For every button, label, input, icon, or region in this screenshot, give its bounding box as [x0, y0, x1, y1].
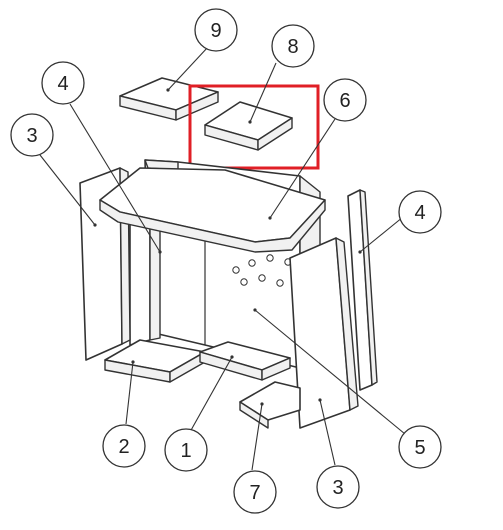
- callout-8: 8: [271, 24, 315, 68]
- callout-2-label: 2: [118, 436, 129, 458]
- callout-4-left-label: 4: [57, 73, 68, 95]
- part-9-brick: [119, 77, 219, 121]
- highlight-box: [188, 84, 320, 170]
- part-3-right-panel: [289, 237, 359, 429]
- callout-3-left: 3: [10, 113, 54, 157]
- part-2-floor-brick: [104, 339, 206, 383]
- callout-4-right-label: 4: [414, 202, 425, 224]
- callout-7-label: 7: [249, 482, 260, 504]
- callout-7: 7: [233, 470, 277, 514]
- callout-5: 5: [398, 425, 442, 469]
- callout-3-right: 3: [316, 465, 360, 509]
- callout-6: 6: [323, 78, 367, 122]
- callout-9-label: 9: [210, 20, 221, 42]
- part-1-floor-brick: [199, 341, 291, 381]
- callout-4-right: 4: [398, 190, 442, 234]
- part-7-floor-brick: [239, 381, 301, 429]
- callout-3-right-label: 3: [332, 477, 343, 499]
- part-8-brick: [204, 101, 293, 151]
- callout-3-left-label: 3: [26, 125, 37, 147]
- callout-5-label: 5: [414, 437, 425, 459]
- callout-2: 2: [102, 424, 146, 468]
- callout-4-left: 4: [41, 61, 85, 105]
- callout-1-label: 1: [180, 440, 191, 462]
- part-4-right-panel: [347, 189, 378, 391]
- callout-1: 1: [164, 428, 208, 472]
- callout-9: 9: [194, 8, 238, 52]
- callout-6-label: 6: [339, 90, 350, 112]
- callout-8-label: 8: [287, 36, 298, 58]
- part-6-top-slab: [99, 167, 326, 253]
- leader-lines: [39, 46, 406, 471]
